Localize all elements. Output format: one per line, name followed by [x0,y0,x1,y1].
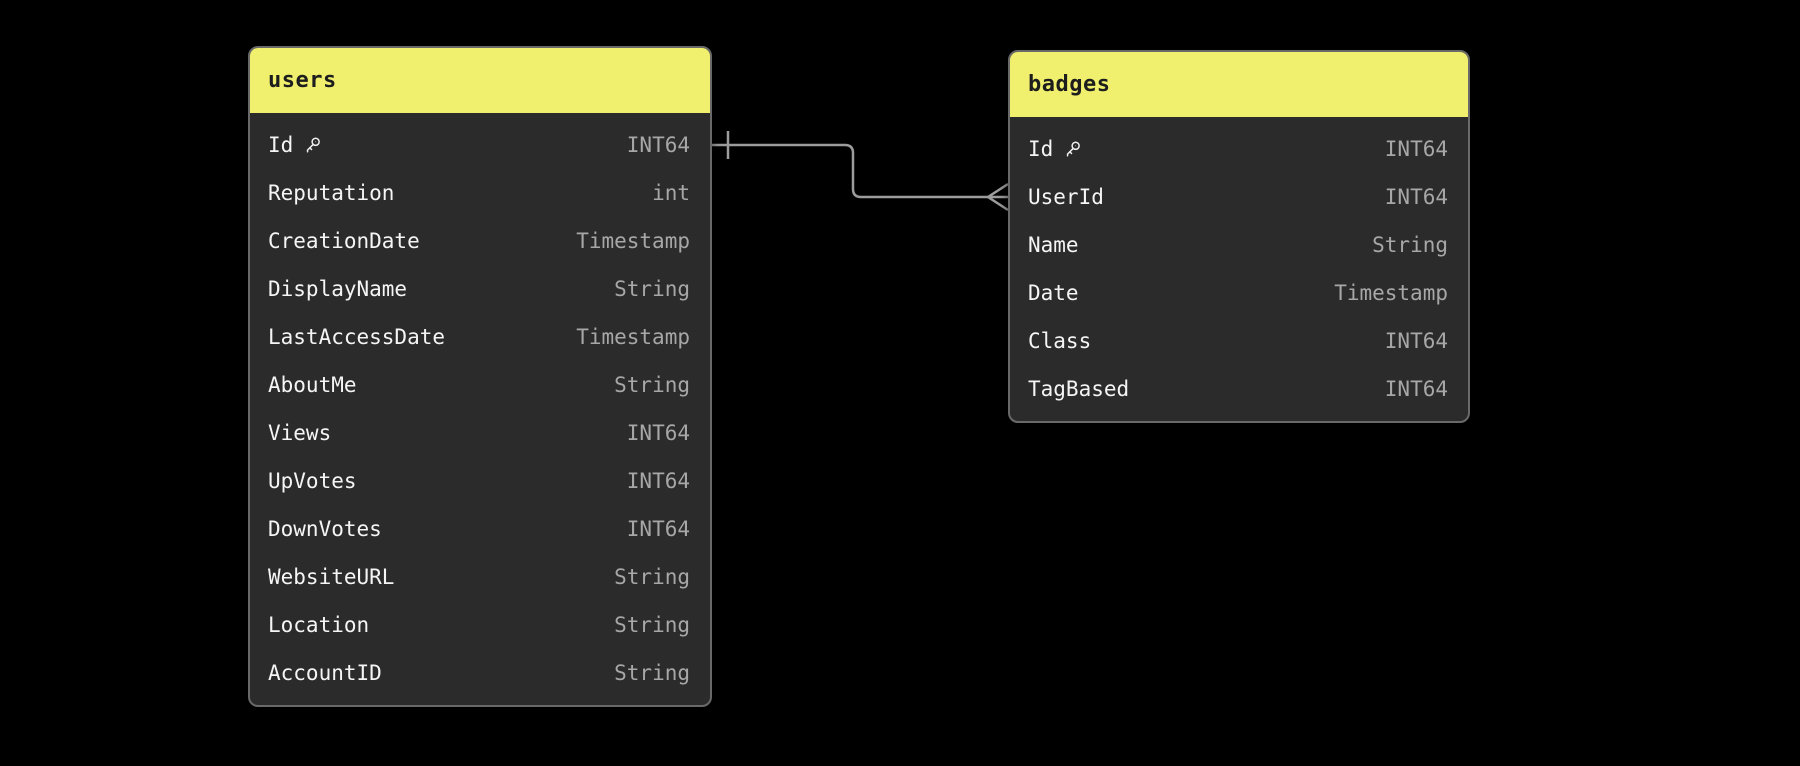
column-name-text: Date [1028,281,1079,305]
cardinality-many-crowsfoot [985,182,1009,212]
column-row-users-downvotes[interactable]: DownVotes INT64 [250,505,710,553]
column-name: WebsiteURL [268,565,394,589]
column-type: INT64 [1384,185,1448,209]
column-name-text: Reputation [268,181,395,205]
column-row-users-reputation[interactable]: Reputation int [250,169,710,217]
column-name: Reputation [268,181,394,205]
column-row-users-id[interactable]: Id INT64 [250,121,710,169]
column-name: Class [1028,329,1091,353]
column-row-users-upvotes[interactable]: UpVotes INT64 [250,457,710,505]
column-row-users-creationdate[interactable]: CreationDate Timestamp [250,217,710,265]
column-type: String [1372,233,1448,257]
column-name-text: Location [268,613,370,637]
column-name-text: Class [1028,329,1092,353]
column-type: INT64 [626,421,690,445]
column-row-badges-tagbased[interactable]: TagBased INT64 [1010,365,1468,413]
column-name: Date [1028,281,1079,305]
column-row-badges-userid[interactable]: UserId INT64 [1010,173,1468,221]
table-users-header[interactable]: users [250,48,710,113]
column-type: INT64 [1384,137,1448,161]
column-name: AccountID [268,661,382,685]
column-row-badges-class[interactable]: Class INT64 [1010,317,1468,365]
table-badges-body: Id INT64 UserId INT64 N [1010,117,1468,421]
column-name-text: Id [1028,137,1054,161]
column-row-badges-name[interactable]: Name String [1010,221,1468,269]
column-name-text: TagBased [1028,377,1130,401]
table-users-body: Id INT64 Reputation int [250,113,710,705]
column-name-text: AboutMe [268,373,357,397]
column-type: INT64 [626,517,690,541]
relationship-path [712,143,988,199]
column-type: Timestamp [576,229,690,253]
column-row-users-views[interactable]: Views INT64 [250,409,710,457]
column-name: Location [268,613,369,637]
column-row-users-lastaccessdate[interactable]: LastAccessDate Timestamp [250,313,710,361]
column-type: String [614,277,690,301]
column-name: AboutMe [268,373,357,397]
column-name: UpVotes [268,469,357,493]
column-name-text: Name [1028,233,1079,257]
column-type: INT64 [626,133,690,157]
column-name-text: WebsiteURL [268,565,395,589]
table-users[interactable]: users Id INT64 Re [248,46,712,707]
column-type: String [614,613,690,637]
column-type: String [614,373,690,397]
column-name-text: Id [268,133,294,157]
column-name-text: Views [268,421,332,445]
table-users-title: users [268,68,337,93]
column-type: String [614,661,690,685]
column-name: Name [1028,233,1079,257]
column-type: INT64 [1384,377,1448,401]
table-badges-title: badges [1028,72,1111,97]
column-name-text: DisplayName [268,277,408,301]
column-name: TagBased [1028,377,1129,401]
column-row-users-accountid[interactable]: AccountID String [250,649,710,697]
column-type: int [652,181,690,205]
column-row-badges-id[interactable]: Id INT64 [1010,125,1468,173]
column-name: Id [1028,137,1082,161]
column-type: INT64 [626,469,690,493]
column-name: DownVotes [268,517,382,541]
column-type: String [614,565,690,589]
column-row-users-aboutme[interactable]: AboutMe String [250,361,710,409]
column-row-users-displayname[interactable]: DisplayName String [250,265,710,313]
column-name: CreationDate [268,229,420,253]
column-name: LastAccessDate [268,325,445,349]
column-name-text: UserId [1028,185,1104,209]
table-badges-header[interactable]: badges [1010,52,1468,117]
column-type: Timestamp [1334,281,1448,305]
column-name: Id [268,133,322,157]
column-name-text: CreationDate [268,229,420,253]
column-type: Timestamp [576,325,690,349]
primary-key-icon [307,137,321,153]
column-type: INT64 [1384,329,1448,353]
column-name-text: AccountID [268,661,382,685]
table-badges[interactable]: badges Id INT64 U [1008,50,1470,423]
column-row-badges-date[interactable]: Date Timestamp [1010,269,1468,317]
column-row-users-location[interactable]: Location String [250,601,710,649]
primary-key-icon [1067,141,1081,157]
column-row-users-websiteurl[interactable]: WebsiteURL String [250,553,710,601]
column-name-text: DownVotes [268,517,382,541]
column-name: UserId [1028,185,1104,209]
column-name-text: UpVotes [268,469,357,493]
column-name: Views [268,421,331,445]
column-name-text: LastAccessDate [268,325,446,349]
column-name: DisplayName [268,277,407,301]
